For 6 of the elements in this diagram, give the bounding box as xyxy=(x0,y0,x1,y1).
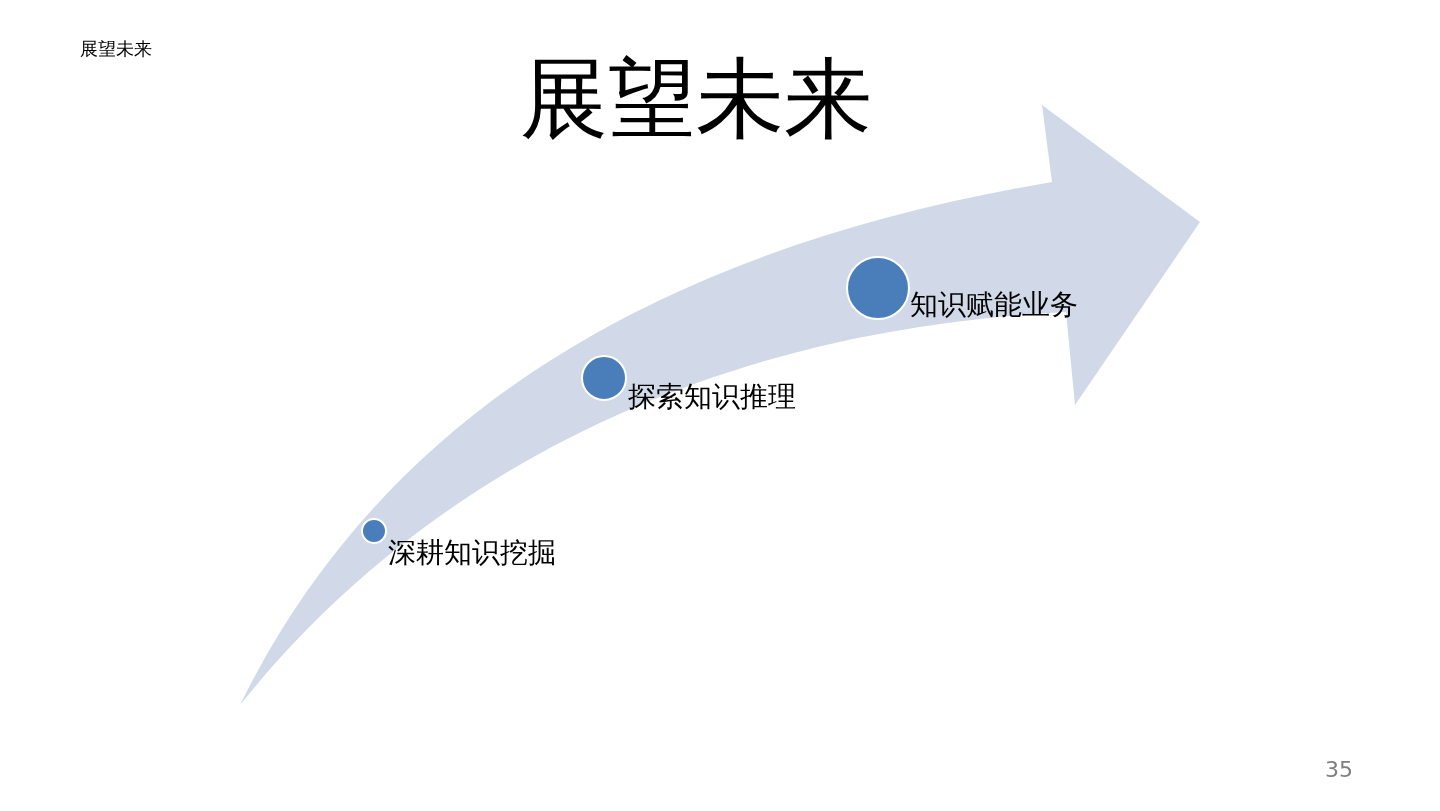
step-label: 知识赋能业务 xyxy=(910,287,1078,323)
step-label: 深耕知识挖掘 xyxy=(388,535,556,571)
step-label: 探索知识推理 xyxy=(628,379,796,415)
page-number: 35 xyxy=(1325,757,1353,782)
section-header: 展望未来 xyxy=(80,37,152,61)
slide-title: 展望未来 xyxy=(520,46,872,152)
